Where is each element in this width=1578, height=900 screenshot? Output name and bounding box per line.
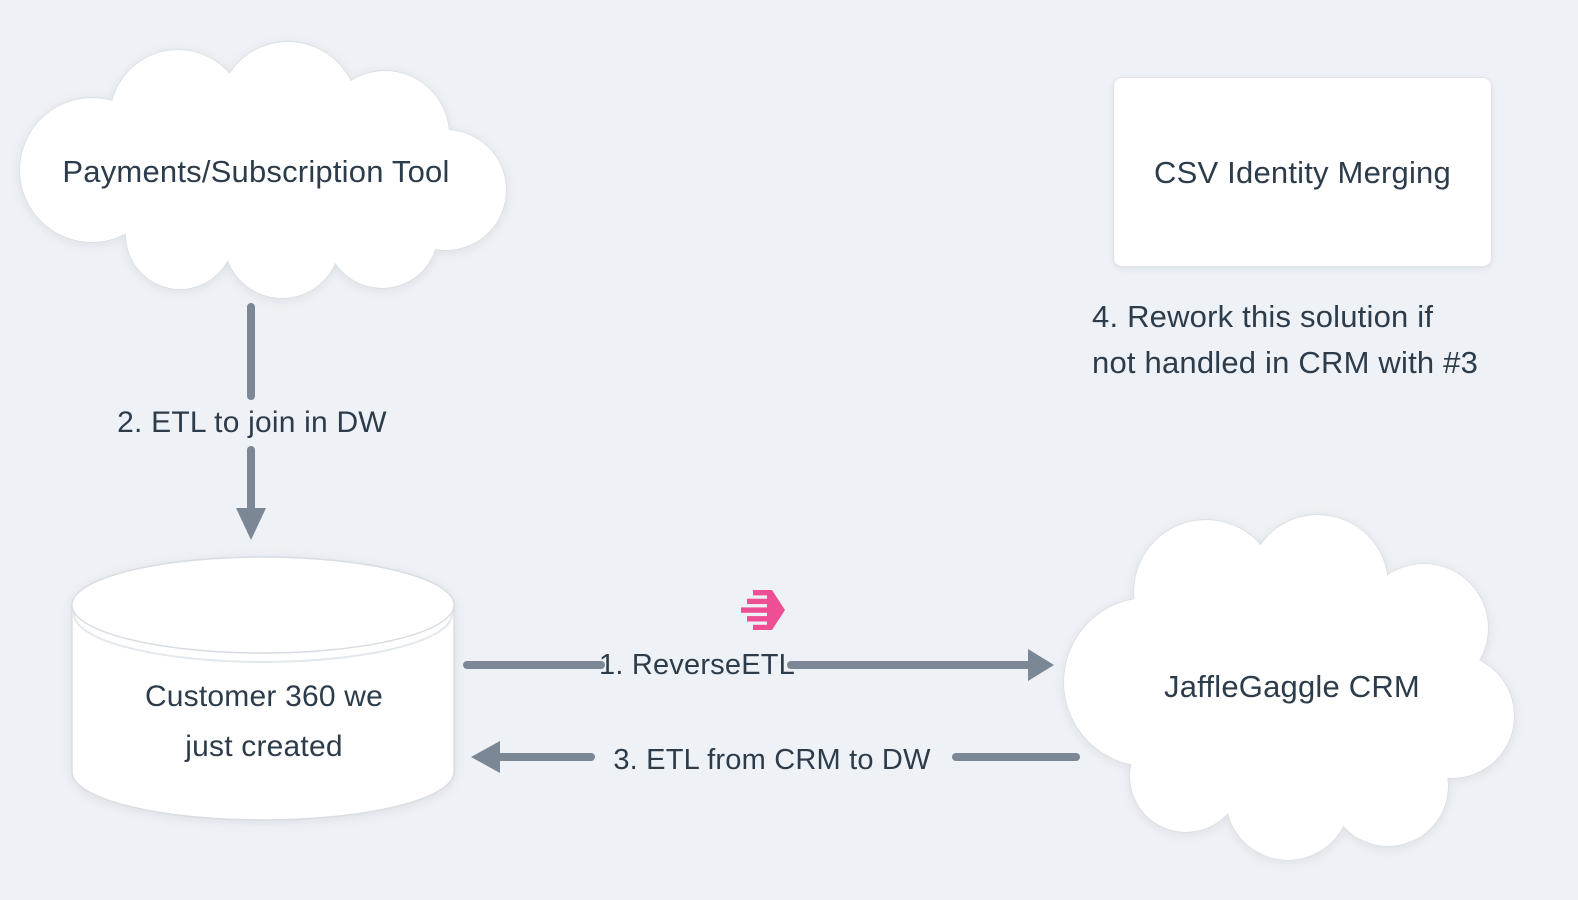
edge-label-reverse-etl: 1. ReverseETL [598, 649, 795, 681]
census-reverse-etl-icon [741, 590, 785, 630]
csv-identity-merging-box [1113, 77, 1492, 267]
rework-note-text: 4. Rework this solution if not handled i… [1092, 299, 1479, 380]
customer360-db-label: Customer 360 we just created [144, 680, 384, 763]
edge-label-etl-crm-to-dw: 3. ETL from CRM to DW [613, 744, 931, 776]
payments-cloud-label: Payments/Subscription Tool [62, 154, 450, 189]
csv-box-label: CSV Identity Merging [1154, 155, 1451, 190]
crm-cloud-label: JaffleGaggle CRM [1164, 669, 1420, 704]
edge-label-etl-join-dw: 2. ETL to join in DW [117, 406, 387, 439]
